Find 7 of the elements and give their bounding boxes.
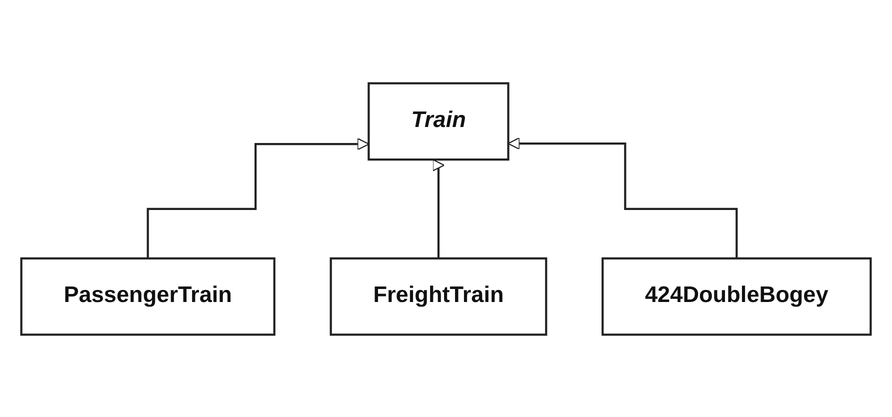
- node-box: 424DoubleBogey: [602, 256, 872, 336]
- arrow: [432, 158, 445, 259]
- node-box: PassengerTrain: [20, 256, 276, 336]
- arrow: [507, 136, 738, 259]
- node-box: Train: [368, 82, 510, 160]
- node-box: FreightTrain: [330, 256, 548, 336]
- arrow: [146, 137, 370, 259]
